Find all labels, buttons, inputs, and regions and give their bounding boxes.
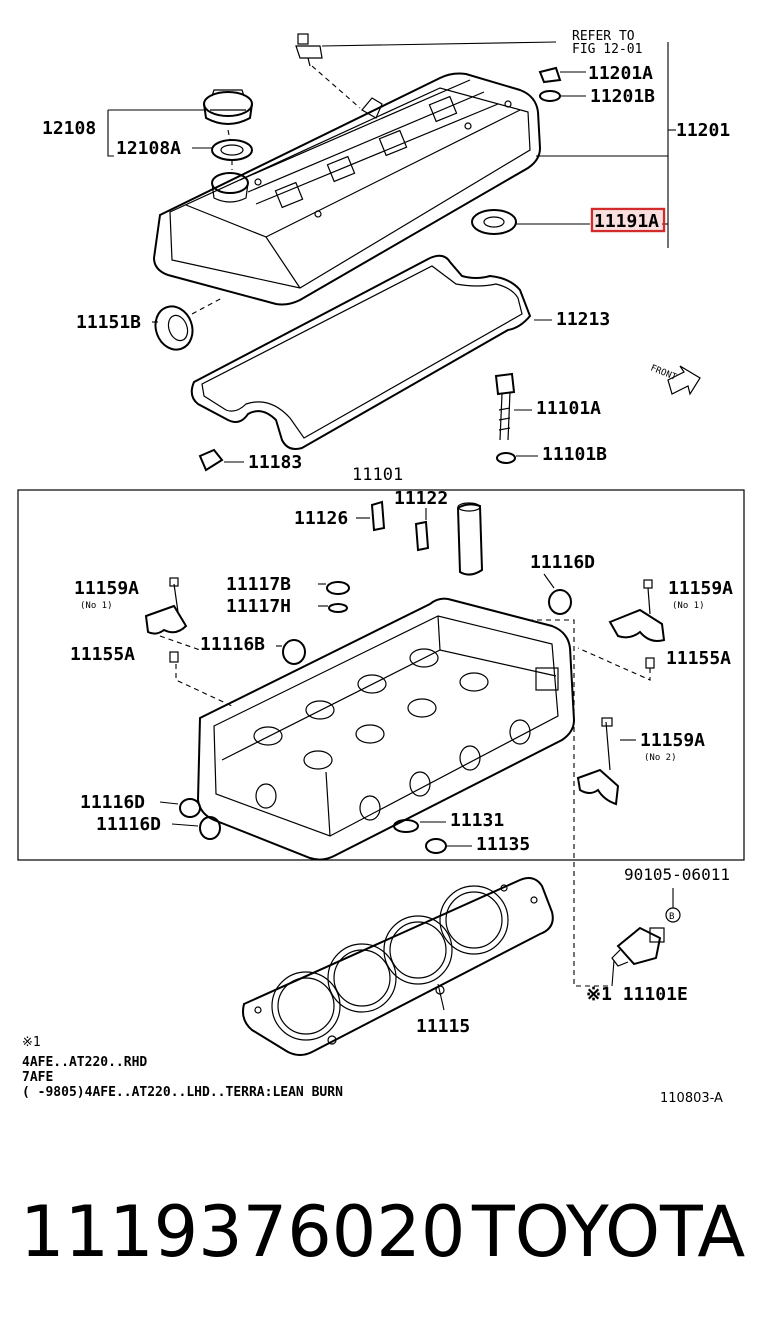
figure-reference: 110803-A [660,1091,723,1106]
label-refer-fig: FIG 12-01 [572,42,642,57]
label-refer-to: REFER TO [572,29,635,44]
label-11155A-left: 11155A [70,644,135,665]
head-gasket [242,877,554,1056]
valve-cover-assembly [152,72,542,306]
note-line-2: 7AFE [22,1070,53,1085]
label-11131: 11131 [450,810,504,831]
valve-guides [370,500,484,576]
valve-cover-gasket [190,254,532,450]
part-number: 1119376020 [20,1191,465,1273]
bolt-top [295,33,557,109]
label-11115: 11115 [416,1016,470,1037]
label-11159A-right: 11159A [668,578,733,599]
label-11101B: 11101B [542,444,607,465]
label-11135: 11135 [476,834,530,855]
label-11117B: 11117B [226,574,291,595]
leader-lines [107,42,676,1011]
label-90105: 90105-06011 [624,865,730,884]
label-12108A: 12108A [116,138,181,159]
label-11191A: 11191A [594,211,659,232]
front-arrow [667,365,701,396]
label-11116D-a: 11116D [80,792,145,813]
label-11159A-left: 11159A [74,578,139,599]
part-labels: REFER TO FIG 12-01 11201A 11201B 12108 1… [42,29,733,1037]
highlight-fill [594,211,662,229]
label-11101: 11101 [352,465,403,485]
cylinder-head [196,597,576,861]
leader-dash [159,635,201,651]
label-no1-left: (No 1) [80,601,113,611]
label-no1-right: (No 1) [672,601,705,611]
label-11201A: 11201A [588,63,653,84]
spark-plug-tube-gasket [471,209,517,235]
note-line-3: ( -9805)4AFE..AT220..LHD..TERRA:LEAN BUR… [22,1085,343,1100]
label-11183: 11183 [248,452,302,473]
note-mark: ※1 [22,1035,41,1050]
cover-seal [154,297,223,351]
label-12108: 12108 [42,118,96,139]
label-no2: (No 2) [644,753,677,763]
label-11116D-top: 11116D [530,552,595,573]
label-11213: 11213 [556,309,610,330]
label-11201: 11201 [676,120,730,141]
label-11101A: 11101A [536,398,601,419]
lower-seals [179,798,447,854]
label-11101E: ※1 11101E [586,984,688,1005]
plugs [282,581,572,665]
camshaft-bearing-caps [144,577,666,806]
label-11159A-no2: 11159A [640,730,705,751]
label-front: FRONT [649,364,678,384]
label-11201B: 11201B [590,86,655,107]
label-11122: 11122 [394,488,448,509]
label-11151B: 11151B [76,312,141,333]
cover-nut-washer [538,66,562,102]
label-11155A-right: 11155A [666,648,731,669]
head-bolt [494,372,516,464]
note-line-1: 4AFE..AT220..RHD [22,1055,147,1070]
half-moon-plug [198,448,224,472]
label-11117H: 11117H [226,596,291,617]
label-11126: 11126 [294,508,348,529]
brand-name: TOYOTA [471,1191,745,1273]
leader-dash [175,664,233,707]
notes: ※1 4AFE..AT220..RHD 7AFE ( -9805)4AFE..A… [22,1035,723,1106]
leader-dash [528,619,612,987]
label-11116D-b: 11116D [96,814,161,835]
sensor [611,888,681,967]
leader-dash [577,647,651,681]
footer: 1119376020 TOYOTA [20,1191,745,1273]
highlight-box [590,207,666,233]
oil-filler-cap [203,89,253,170]
label-bolt-b: B [669,912,674,922]
label-11116B: 11116B [200,634,265,655]
cylinder-head-box [17,489,745,861]
